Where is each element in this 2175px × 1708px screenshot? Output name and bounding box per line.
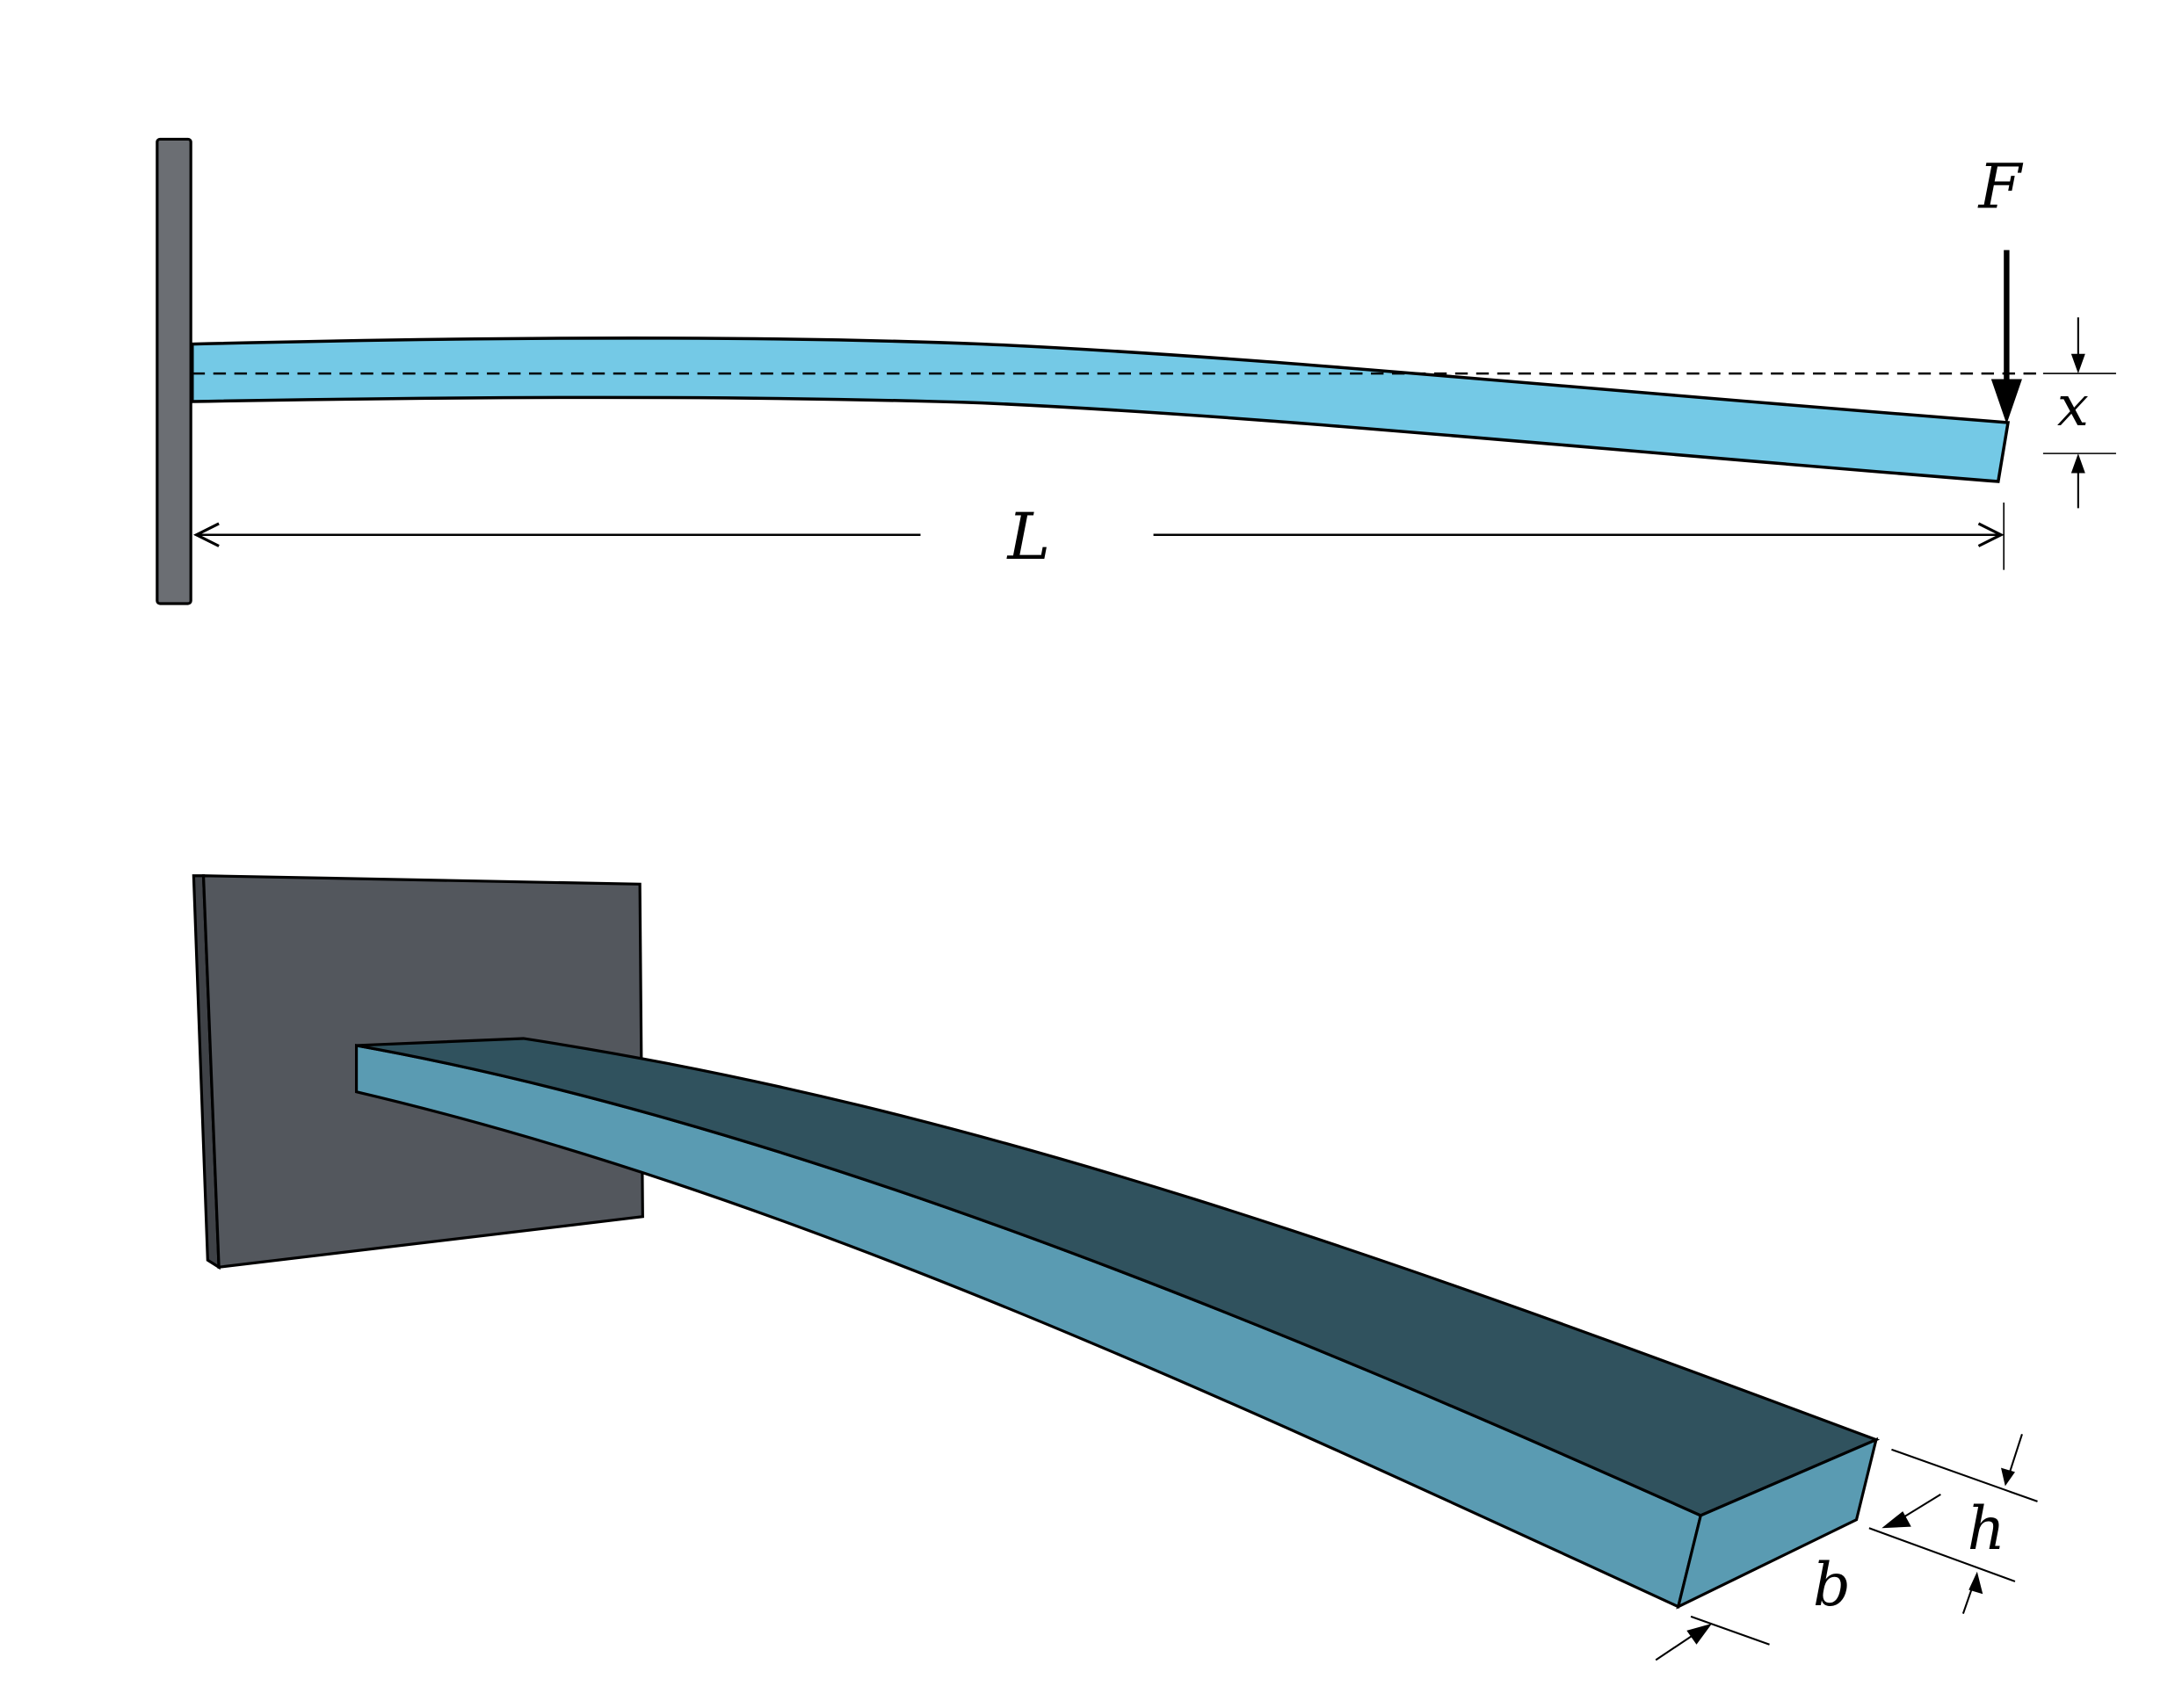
h-extension-top	[1891, 1448, 2038, 1502]
h-arrowhead-bottom	[1968, 1571, 1983, 1595]
force-label: F	[1976, 151, 2023, 223]
b-arrowhead-top	[1881, 1511, 1911, 1529]
x-arrowhead-bottom	[2070, 453, 2085, 474]
h-arrowhead-top	[2001, 1467, 2015, 1487]
length-arrowhead-left	[192, 522, 220, 547]
force-arrowhead	[1990, 379, 2022, 424]
width-label: b	[1813, 1551, 1851, 1619]
wall-2d	[156, 137, 192, 605]
beam-2d	[191, 337, 2011, 483]
b-extension	[1690, 1615, 1770, 1646]
h-arrow-top	[2006, 1433, 2023, 1479]
deflection-label: x	[2057, 374, 2089, 439]
x-arrowhead-top	[2070, 353, 2085, 374]
beam-3d-end-face	[1676, 1437, 1879, 1610]
perspective-view: h b	[192, 874, 2038, 1661]
length-arrowhead-right	[1977, 522, 2005, 547]
height-label: h	[1968, 1494, 2005, 1563]
b-arrowhead-bottom	[1686, 1623, 1713, 1645]
h-extension-bottom	[1868, 1527, 2016, 1582]
length-label: L	[1005, 500, 1050, 575]
side-view: F x L	[156, 137, 2116, 605]
b-arrow-bottom	[1655, 1631, 1699, 1661]
